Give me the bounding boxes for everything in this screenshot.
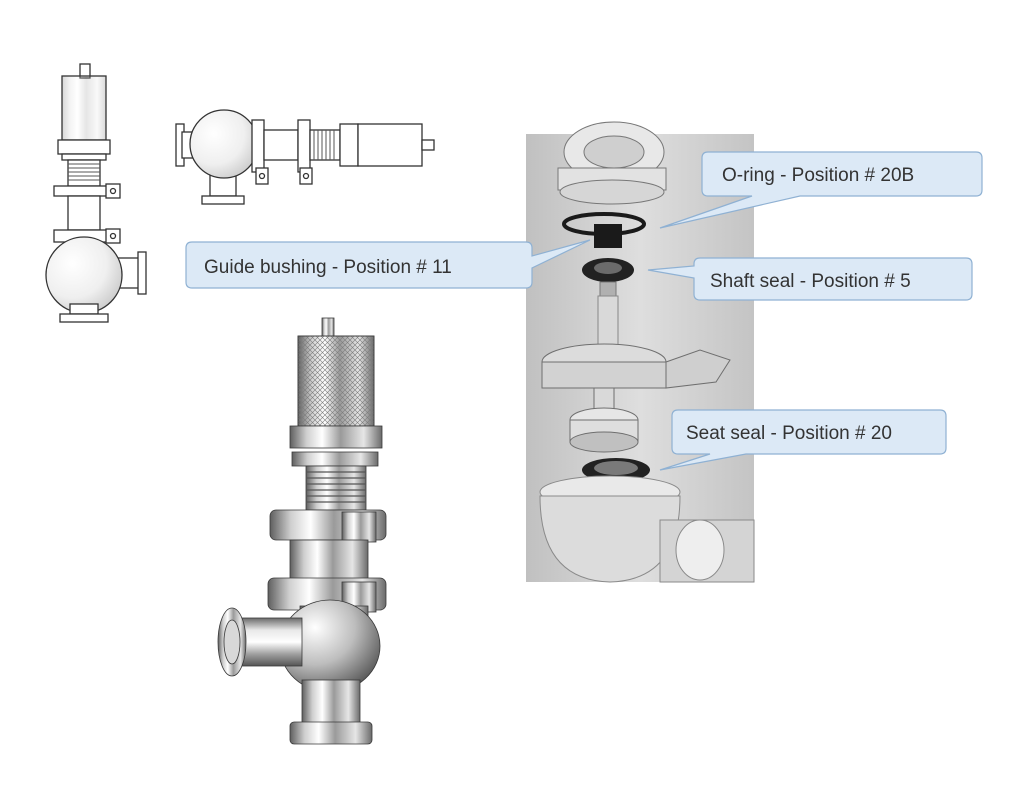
guide-bushing-label: Guide bushing - Position # 11 <box>204 257 452 278</box>
seat-seal-label: Seat seal - Position # 20 <box>686 423 892 444</box>
callout-oring <box>659 151 983 229</box>
vertical-valve-drawing <box>45 63 147 323</box>
callout-guide-bushing <box>185 239 591 289</box>
shaft-seal-label: Shaft seal - Position # 5 <box>710 271 911 292</box>
callout-shaft-seal <box>647 257 973 301</box>
callout-seat-seal <box>659 409 947 471</box>
horizontal-valve-drawing <box>175 109 435 205</box>
oring-label: O-ring - Position # 20B <box>722 165 915 186</box>
valve-photo <box>217 317 387 745</box>
